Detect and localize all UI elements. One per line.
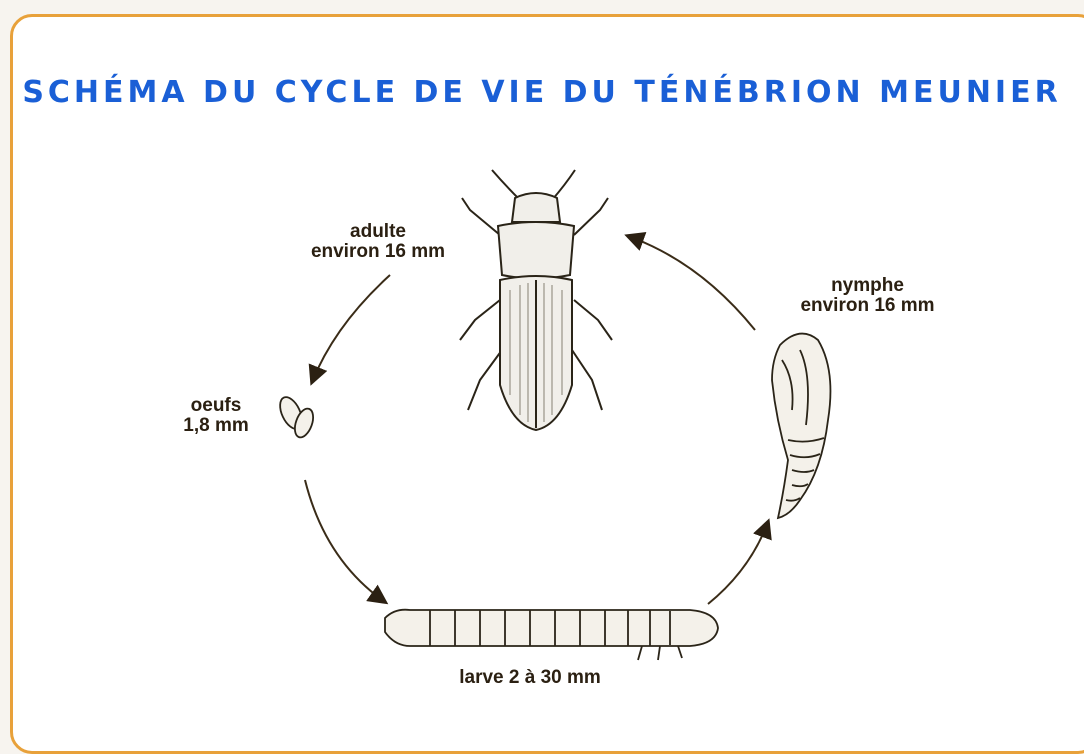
arrow-pupa-to-adult — [628, 236, 755, 330]
life-cycle-diagram — [0, 0, 1084, 736]
pupa-name: nymphe — [765, 276, 970, 296]
pupa-label: nymphe environ 16 mm — [765, 276, 970, 316]
eggs-size: 1,8 mm — [170, 416, 262, 436]
larva-illustration — [385, 610, 718, 660]
adult-label: adulte environ 16 mm — [278, 222, 478, 262]
arrow-eggs-to-larva — [305, 480, 385, 602]
adult-size: environ 16 mm — [278, 242, 478, 262]
eggs-name: oeufs — [170, 396, 262, 416]
pupa-illustration — [772, 334, 830, 518]
arrow-adult-to-eggs — [312, 275, 390, 382]
pupa-size: environ 16 mm — [765, 296, 970, 316]
eggs-label: oeufs 1,8 mm — [170, 396, 262, 436]
arrow-larva-to-pupa — [708, 522, 768, 604]
adult-name: adulte — [278, 222, 478, 242]
eggs-illustration — [276, 394, 317, 440]
larva-label: larve 2 à 30 mm — [410, 668, 650, 688]
adult-beetle-illustration — [460, 170, 612, 430]
